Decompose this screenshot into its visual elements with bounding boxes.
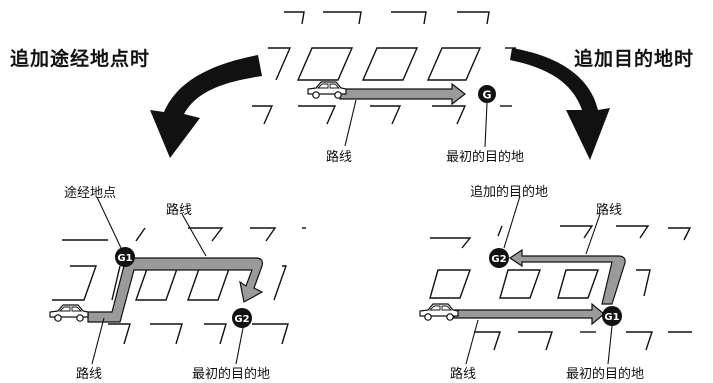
top-street-grid [252, 11, 516, 125]
right-g2-marker: G2 [489, 248, 509, 268]
top-goal-marker: G [478, 85, 496, 103]
right-route-top-label: 路线 [596, 203, 623, 218]
left-g1-marker: G1 [115, 247, 135, 267]
left-section-title: 追加途经地点时 [10, 48, 151, 70]
left-street-grid [52, 227, 306, 345]
right-route-top-leader [585, 213, 601, 255]
left-route-top-leader [181, 213, 207, 257]
right-dest-label: 最初的目的地 [566, 367, 645, 382]
left-g1-marker-text: G1 [117, 253, 132, 264]
left-waypoint-leader [96, 196, 122, 249]
top-route-label: 路线 [326, 150, 353, 165]
left-curved-arrow [150, 55, 262, 158]
right-car-icon [419, 303, 459, 321]
left-car-icon [49, 304, 89, 322]
left-route-path [87, 257, 264, 323]
top-dest-leader [484, 102, 488, 148]
right-route-bottom-label: 路线 [450, 367, 477, 382]
top-route-arrow [339, 82, 466, 106]
top-goal-marker-text: G [482, 89, 491, 102]
left-route-bottom-leader [91, 317, 105, 365]
left-waypoint-label: 途经地点 [64, 186, 117, 201]
top-route-leader [344, 99, 357, 147]
right-dest-leader [607, 325, 613, 365]
left-dest-leader [235, 327, 244, 365]
left-dest-label: 最初的目的地 [192, 367, 271, 382]
right-added-dest-leader [503, 195, 521, 249]
right-g1-marker: G1 [602, 306, 622, 326]
right-curved-arrow [510, 48, 610, 160]
right-section-title: 追加目的地时 [574, 48, 695, 70]
left-g2-marker-text: G2 [234, 314, 249, 325]
right-g1-marker-text: G1 [604, 312, 619, 323]
right-route-bottom-leader [465, 319, 479, 365]
left-g2-marker: G2 [232, 308, 252, 328]
top-dest-label: 最初的目的地 [446, 150, 525, 165]
right-route-path [453, 302, 605, 326]
top-car-icon [307, 81, 347, 99]
left-route-top-label: 路线 [166, 203, 193, 218]
right-added-dest-label: 追加的目的地 [470, 185, 549, 200]
right-route-return [508, 248, 626, 305]
right-street-grid [429, 225, 692, 351]
right-g2-marker-text: G2 [491, 254, 506, 265]
left-route-bottom-label: 路线 [76, 367, 103, 382]
